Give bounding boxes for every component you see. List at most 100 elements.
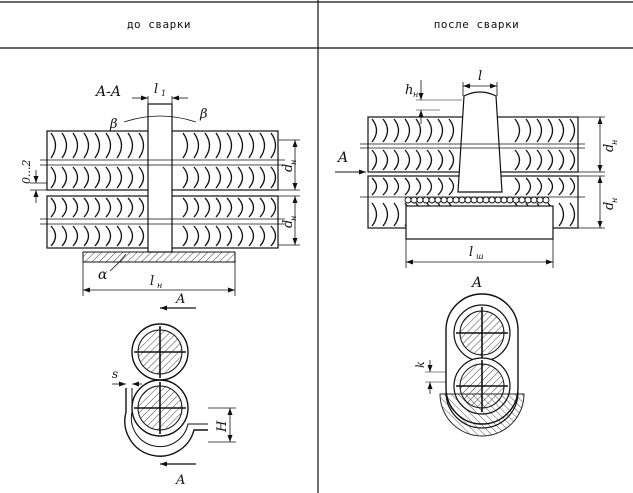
rebar-rib bbox=[204, 197, 211, 218]
rebar-rib bbox=[215, 166, 222, 189]
svg-text:н: н bbox=[610, 198, 619, 203]
rebar-rib bbox=[415, 118, 422, 143]
rebar-rib bbox=[204, 225, 211, 247]
weld-bead bbox=[512, 196, 520, 204]
left-bars bbox=[40, 103, 285, 263]
rebar-rib bbox=[259, 166, 266, 189]
rebar-rib bbox=[382, 202, 389, 227]
svg-text:1: 1 bbox=[161, 89, 166, 98]
weld-bead bbox=[422, 196, 430, 204]
right-diameter-label-1: d bbox=[602, 144, 617, 152]
rebar-rib bbox=[371, 177, 378, 196]
rebar-rib bbox=[61, 197, 68, 218]
left-diameter-label-2: d bbox=[281, 220, 296, 228]
rebar-rib bbox=[94, 166, 101, 189]
rebar-rib bbox=[514, 149, 521, 171]
rebar-rib bbox=[448, 177, 455, 196]
rebar-rib bbox=[215, 197, 222, 218]
rebar-rib bbox=[448, 149, 455, 171]
rebar-rib bbox=[404, 118, 411, 143]
rebar-rib bbox=[193, 197, 200, 218]
weld-bead bbox=[500, 196, 508, 204]
left-center-insert bbox=[147, 103, 173, 253]
rebar-rib bbox=[182, 197, 189, 218]
rebar-rib bbox=[514, 177, 521, 196]
weld-bead bbox=[446, 196, 454, 204]
rebar-rib bbox=[259, 132, 266, 159]
rebar-rib bbox=[50, 197, 57, 218]
weld-bead bbox=[464, 196, 472, 204]
rebar-rib bbox=[61, 132, 68, 159]
rebar-rib bbox=[237, 166, 244, 189]
rebar-rib bbox=[371, 118, 378, 143]
svg-text:н: н bbox=[289, 216, 298, 221]
rebar-rib bbox=[83, 225, 90, 247]
left-section-marker-top: A bbox=[175, 292, 185, 307]
left-gap-label: 0...2 bbox=[20, 160, 33, 185]
left-angle-label: α bbox=[98, 267, 108, 283]
rebar-rib bbox=[448, 118, 455, 143]
rebar-rib bbox=[116, 225, 123, 247]
rebar-rib bbox=[404, 177, 411, 196]
rebar-rib bbox=[259, 225, 266, 247]
right-base-length-label: l bbox=[469, 245, 473, 260]
rebar-rib bbox=[72, 225, 79, 247]
weld-bead bbox=[542, 196, 550, 204]
rebar-rib bbox=[204, 166, 211, 189]
rebar-rib bbox=[182, 132, 189, 159]
rebar-rib bbox=[415, 177, 422, 196]
left-cross-section bbox=[124, 323, 208, 457]
rebar-rib bbox=[404, 149, 411, 171]
rebar-rib bbox=[569, 149, 576, 171]
svg-text:ш: ш bbox=[476, 252, 484, 261]
rebar-rib bbox=[138, 225, 145, 247]
rebar-rib bbox=[536, 118, 543, 143]
rebar-rib bbox=[72, 132, 79, 159]
rebar-rib bbox=[270, 225, 277, 247]
right-weld-insert bbox=[457, 91, 503, 193]
rebar-rib bbox=[248, 132, 255, 159]
weld-bead bbox=[524, 196, 532, 204]
rebar-rib bbox=[138, 197, 145, 218]
rebar-rib bbox=[105, 132, 112, 159]
rebar-rib bbox=[426, 177, 433, 196]
rebar-rib bbox=[536, 177, 543, 196]
weld-bead bbox=[416, 196, 424, 204]
rebar-rib bbox=[558, 202, 565, 227]
rebar-rib bbox=[50, 225, 57, 247]
rebar-rib bbox=[83, 132, 90, 159]
rebar-rib bbox=[248, 166, 255, 189]
left-base-plate bbox=[82, 251, 236, 263]
rebar-rib bbox=[525, 118, 532, 143]
rebar-rib bbox=[50, 166, 57, 189]
rebar-rib bbox=[105, 197, 112, 218]
left-bevel-left-label: β bbox=[109, 117, 118, 132]
rebar-rib bbox=[127, 197, 134, 218]
rebar-rib bbox=[525, 149, 532, 171]
left-diameter-label-1: d bbox=[281, 164, 296, 172]
rebar-rib bbox=[569, 118, 576, 143]
rebar-rib bbox=[382, 118, 389, 143]
rebar-rib bbox=[193, 225, 200, 247]
rebar-rib bbox=[558, 149, 565, 171]
rebar-rib bbox=[270, 132, 277, 159]
weld-bead bbox=[536, 196, 544, 204]
rebar-rib bbox=[226, 225, 233, 247]
rebar-rib bbox=[558, 177, 565, 196]
rebar-rib bbox=[72, 197, 79, 218]
rebar-rib bbox=[94, 197, 101, 218]
left-bevel-arc bbox=[123, 115, 197, 123]
weld-bead bbox=[494, 196, 502, 204]
rebar-rib bbox=[371, 202, 378, 227]
rebar-rib bbox=[226, 132, 233, 159]
weld-bead bbox=[404, 196, 412, 204]
rebar-rib bbox=[415, 149, 422, 171]
left-h-label: H bbox=[215, 420, 230, 433]
rebar-rib bbox=[94, 225, 101, 247]
rebar-rib bbox=[237, 225, 244, 247]
rebar-rib bbox=[127, 166, 134, 189]
rebar-rib bbox=[547, 177, 554, 196]
rebar-rib bbox=[138, 132, 145, 159]
rebar-rib bbox=[382, 149, 389, 171]
